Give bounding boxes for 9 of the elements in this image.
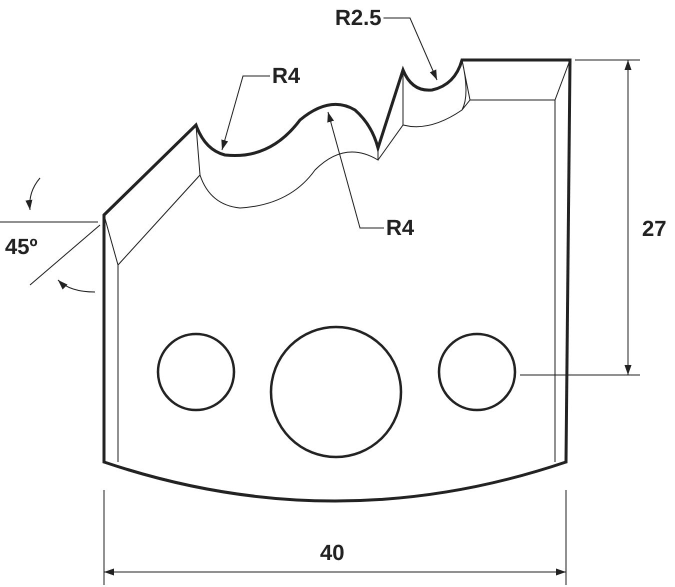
leader-line	[221, 76, 270, 150]
leader-line	[327, 112, 384, 228]
radius-label: R4	[386, 217, 414, 239]
dimension-value: 40	[320, 542, 344, 564]
dimension-value: 45º	[5, 236, 38, 258]
dimension-value: 27	[642, 218, 666, 240]
radius-label: R2.5	[335, 7, 382, 29]
radius-label: R4	[272, 65, 300, 87]
leader-line	[382, 18, 438, 80]
